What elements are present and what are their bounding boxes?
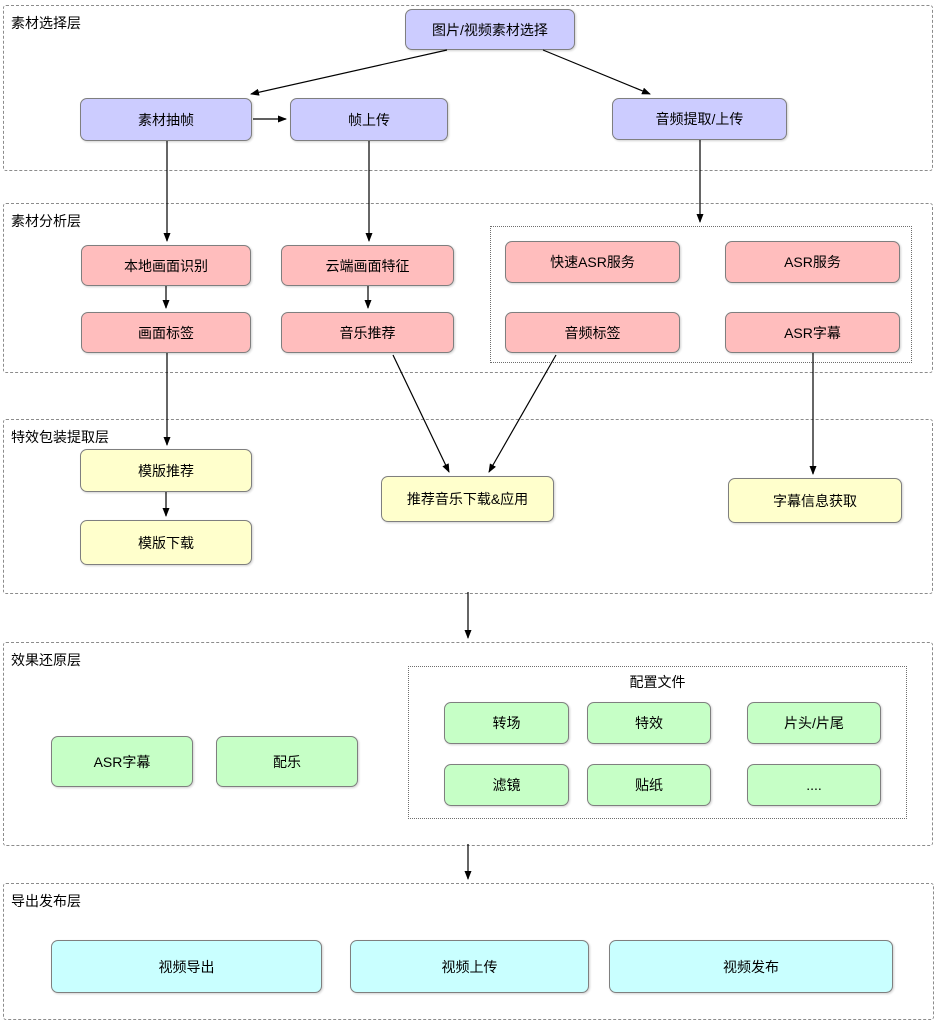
node-sticker: 贴纸 bbox=[587, 764, 711, 806]
node-music-recommend-label: 音乐推荐 bbox=[339, 324, 396, 341]
node-effects: 特效 bbox=[587, 702, 711, 744]
node-asr-service-label: ASR服务 bbox=[784, 254, 841, 270]
node-frame-tags: 画面标签 bbox=[81, 312, 251, 353]
node-music-recommend: 音乐推荐 bbox=[281, 312, 454, 353]
node-intro-outro: 片头/片尾 bbox=[747, 702, 881, 744]
layer-material-analysis-label: 素材分析层 bbox=[11, 213, 81, 229]
node-audio-extract-upload-label: 音频提取/上传 bbox=[655, 111, 744, 127]
layer-export-publish-label: 导出发布层 bbox=[11, 893, 81, 909]
node-video-publish-label: 视频发布 bbox=[723, 958, 779, 975]
node-local-recognition-label: 本地画面识别 bbox=[124, 257, 208, 274]
layer-material-selection: 素材选择层 bbox=[3, 5, 933, 171]
node-frame-extract: 素材抽帧 bbox=[80, 98, 252, 141]
node-template-download-label: 模版下载 bbox=[138, 534, 194, 551]
node-frame-tags-label: 画面标签 bbox=[138, 324, 194, 341]
asr-group bbox=[490, 226, 912, 363]
layer-export-publish: 导出发布层 bbox=[3, 883, 934, 1020]
node-cloud-features: 云端画面特征 bbox=[281, 245, 454, 286]
node-subtitle-fetch-label: 字幕信息获取 bbox=[773, 492, 857, 509]
node-video-upload-label: 视频上传 bbox=[441, 958, 498, 975]
node-effects-label: 特效 bbox=[635, 715, 663, 731]
node-fast-asr-label: 快速ASR服务 bbox=[550, 254, 635, 270]
node-video-publish: 视频发布 bbox=[609, 940, 893, 993]
node-template-download: 模版下载 bbox=[80, 520, 252, 565]
node-music-download-apply: 推荐音乐下载&应用 bbox=[381, 476, 554, 522]
layer-effect-extract-label: 特效包装提取层 bbox=[11, 429, 109, 445]
node-more-label: .... bbox=[806, 777, 822, 793]
node-transition: 转场 bbox=[444, 702, 569, 744]
node-cloud-features-label: 云端画面特征 bbox=[325, 257, 410, 274]
node-bgm-label: 配乐 bbox=[273, 753, 301, 770]
node-video-export-label: 视频导出 bbox=[158, 958, 215, 975]
node-bgm: 配乐 bbox=[216, 736, 358, 787]
node-frame-upload-label: 帧上传 bbox=[348, 111, 390, 128]
node-asr-subtitle-restore-label: ASR字幕 bbox=[93, 753, 151, 770]
node-frame-upload: 帧上传 bbox=[290, 98, 448, 141]
node-subtitle-fetch: 字幕信息获取 bbox=[728, 478, 902, 523]
node-audio-tags-label: 音频标签 bbox=[564, 324, 621, 341]
layer-effect-restore-label: 效果还原层 bbox=[11, 652, 81, 668]
node-fast-asr: 快速ASR服务 bbox=[505, 241, 680, 283]
node-template-recommend: 模版推荐 bbox=[80, 449, 252, 492]
layer-material-selection-label: 素材选择层 bbox=[11, 15, 81, 31]
node-filter: 滤镜 bbox=[444, 764, 569, 806]
layer-material-analysis: 素材分析层 bbox=[3, 203, 933, 373]
node-template-recommend-label: 模版推荐 bbox=[138, 462, 194, 479]
node-video-export: 视频导出 bbox=[51, 940, 322, 993]
node-audio-extract-upload: 音频提取/上传 bbox=[612, 98, 787, 140]
node-sticker-label: 贴纸 bbox=[635, 777, 663, 793]
node-asr-service: ASR服务 bbox=[725, 241, 900, 283]
node-more: .... bbox=[747, 764, 881, 806]
node-intro-outro-label: 片头/片尾 bbox=[784, 715, 844, 731]
node-media-select-label: 图片/视频素材选择 bbox=[432, 21, 548, 38]
node-local-recognition: 本地画面识别 bbox=[81, 245, 251, 286]
node-asr-subtitle-label: ASR字幕 bbox=[784, 324, 841, 341]
node-frame-extract-label: 素材抽帧 bbox=[138, 111, 194, 128]
node-transition-label: 转场 bbox=[492, 715, 521, 731]
node-music-download-apply-label: 推荐音乐下载&应用 bbox=[406, 491, 529, 507]
config-files-group: 配置文件 bbox=[408, 666, 907, 819]
node-filter-label: 滤镜 bbox=[492, 777, 521, 793]
config-files-group-label: 配置文件 bbox=[629, 674, 686, 690]
node-asr-subtitle: ASR字幕 bbox=[725, 312, 900, 353]
node-audio-tags: 音频标签 bbox=[505, 312, 680, 353]
node-media-select: 图片/视频素材选择 bbox=[405, 9, 575, 50]
node-asr-subtitle-restore: ASR字幕 bbox=[51, 736, 193, 787]
node-video-upload: 视频上传 bbox=[350, 940, 589, 993]
